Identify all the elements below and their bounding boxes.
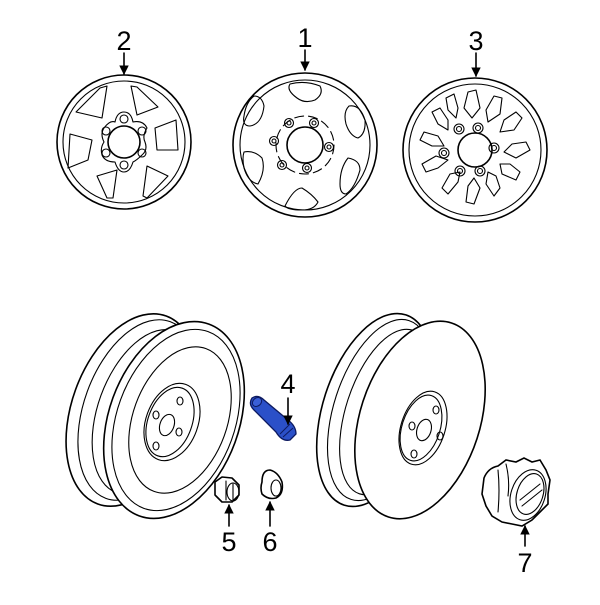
callout-label-3: 3 [468,26,484,56]
lug-nut-cap[interactable] [260,469,284,500]
callout-label-5: 5 [221,527,237,557]
steel-wheel-right[interactable] [295,299,509,536]
callout-label-1: 1 [297,23,313,53]
wheel-3[interactable] [402,77,548,223]
callout-label-4: 4 [280,369,296,399]
callout-label-6: 6 [262,527,278,557]
steel-wheel-left[interactable] [41,296,270,539]
wheel-2[interactable] [56,74,192,210]
lug-nut[interactable] [214,476,240,503]
center-cap[interactable] [481,457,552,527]
callout-label-2: 2 [116,26,132,56]
callout-label-7: 7 [517,548,533,578]
wheel-1[interactable] [232,72,378,218]
valve-stem[interactable] [249,395,297,441]
